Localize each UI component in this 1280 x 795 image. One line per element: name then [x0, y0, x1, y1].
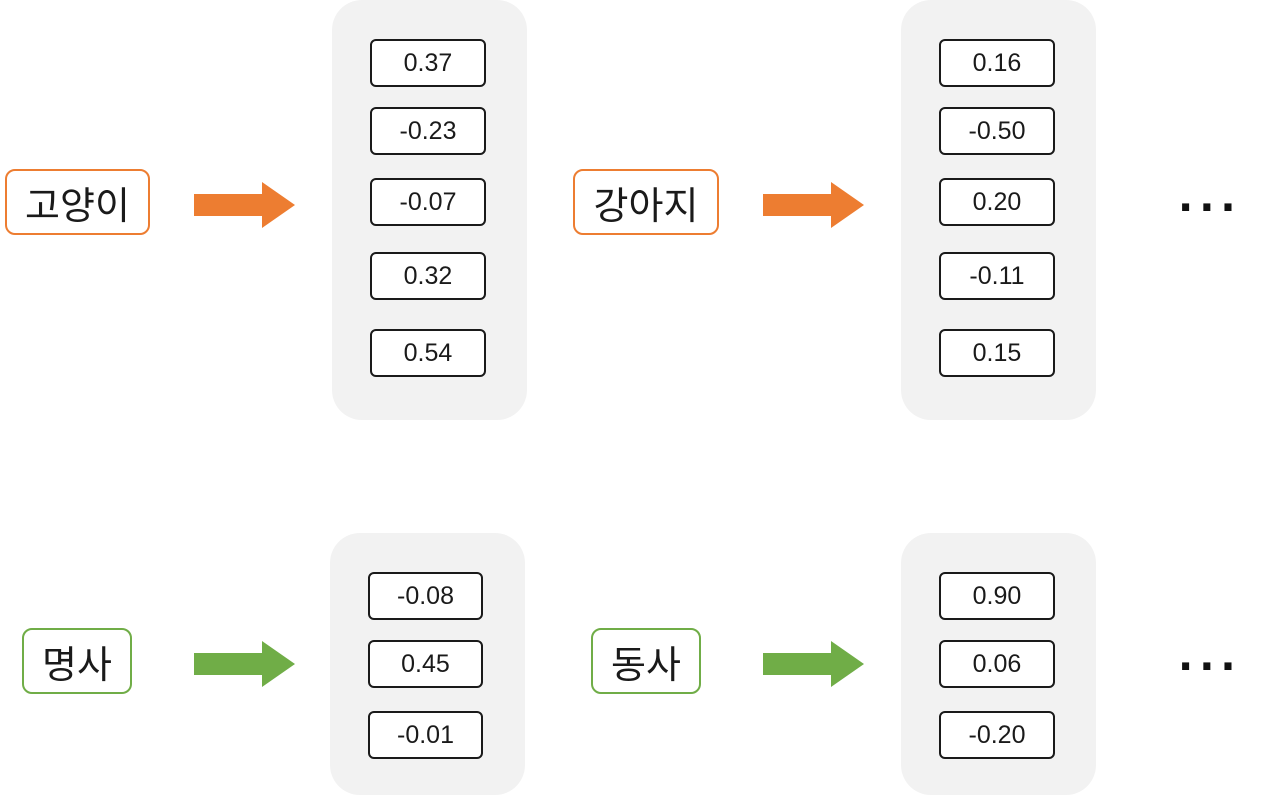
ellipsis: ...	[1178, 175, 1242, 221]
vector-value: 0.32	[370, 252, 486, 300]
vector-value: 0.90	[939, 572, 1055, 620]
arrow-right-icon	[763, 182, 864, 228]
ellipsis: ...	[1178, 634, 1242, 680]
vector-value: -0.23	[370, 107, 486, 155]
vector-value: -0.08	[368, 572, 483, 620]
vector-value: 0.20	[939, 178, 1055, 226]
word-box-gangaji: 강아지	[573, 169, 719, 235]
vector-value: -0.01	[368, 711, 483, 759]
vector-value: 0.37	[370, 39, 486, 87]
arrow-right-icon	[194, 641, 295, 687]
vector-value: 0.54	[370, 329, 486, 377]
vector-value: -0.11	[939, 252, 1055, 300]
arrow-right-icon	[763, 641, 864, 687]
vector-value: 0.06	[939, 640, 1055, 688]
vector-value: 0.16	[939, 39, 1055, 87]
vector-value: 0.15	[939, 329, 1055, 377]
vector-value: -0.50	[939, 107, 1055, 155]
word-box-dongsa: 동사	[591, 628, 701, 694]
word-box-goyangi: 고양이	[5, 169, 150, 235]
vector-value: -0.20	[939, 711, 1055, 759]
vector-value: 0.45	[368, 640, 483, 688]
arrow-right-icon	[194, 182, 295, 228]
vector-value: -0.07	[370, 178, 486, 226]
word-box-myeongsa: 명사	[22, 628, 132, 694]
